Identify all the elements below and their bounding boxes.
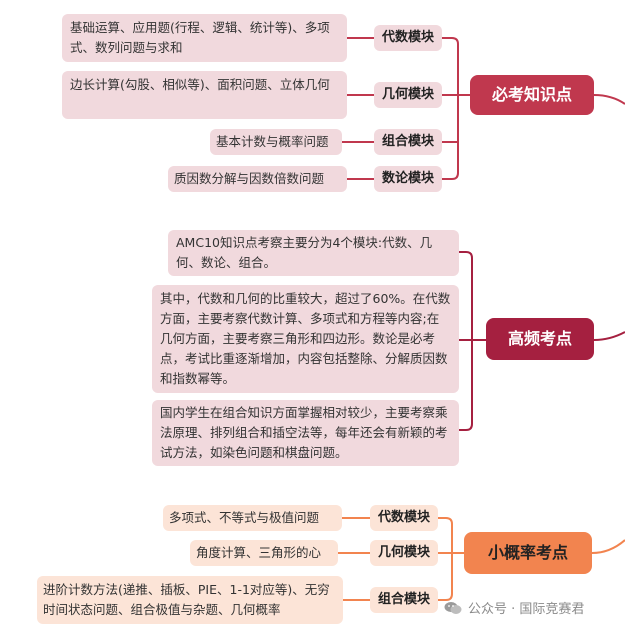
required-number-theory-text: 质因数分解与因数倍数问题 <box>168 166 347 192</box>
watermark: 公众号 · 国际竞赛君 <box>444 598 584 617</box>
required-algebra-tag: 代数模块 <box>374 25 442 51</box>
rare-main-node: 小概率考点 <box>464 532 592 574</box>
frequent-paragraph-1: AMC10知识点考察主要分为4个模块:代数、几何、数论、组合。 <box>168 230 459 276</box>
watermark-text: 公众号 · 国际竞赛君 <box>468 602 585 617</box>
rare-combinatorics-text: 进阶计数方法(递推、插板、PIE、1-1对应等)、无穷时间状态问题、组合极值与杂… <box>37 576 343 624</box>
rare-geometry-text: 角度计算、三角形的心 <box>190 540 338 566</box>
rare-algebra-tag: 代数模块 <box>370 505 438 531</box>
required-main-node: 必考知识点 <box>470 75 594 115</box>
required-algebra-text: 基础运算、应用题(行程、逻辑、统计等)、多项式、数列问题与求和 <box>62 14 347 62</box>
frequent-paragraph-3: 国内学生在组合知识方面掌握相对较少，主要考察乘法原理、排列组合和插空法等，每年还… <box>152 400 459 466</box>
rare-algebra-text: 多项式、不等式与极值问题 <box>163 505 342 531</box>
frequent-main-node: 高频考点 <box>486 318 594 360</box>
required-geometry-tag: 几何模块 <box>374 82 442 108</box>
rare-combinatorics-tag: 组合模块 <box>370 587 438 613</box>
required-number-theory-tag: 数论模块 <box>374 166 442 192</box>
required-geometry-text: 边长计算(勾股、相似等)、面积问题、立体几何 <box>62 71 347 119</box>
frequent-paragraph-2: 其中，代数和几何的比重较大，超过了60%。在代数方面，主要考察代数计算、多项式和… <box>152 285 459 393</box>
rare-geometry-tag: 几何模块 <box>370 540 438 566</box>
wechat-icon <box>444 601 462 615</box>
required-combinatorics-text: 基本计数与概率问题 <box>210 129 342 155</box>
required-combinatorics-tag: 组合模块 <box>374 129 442 155</box>
